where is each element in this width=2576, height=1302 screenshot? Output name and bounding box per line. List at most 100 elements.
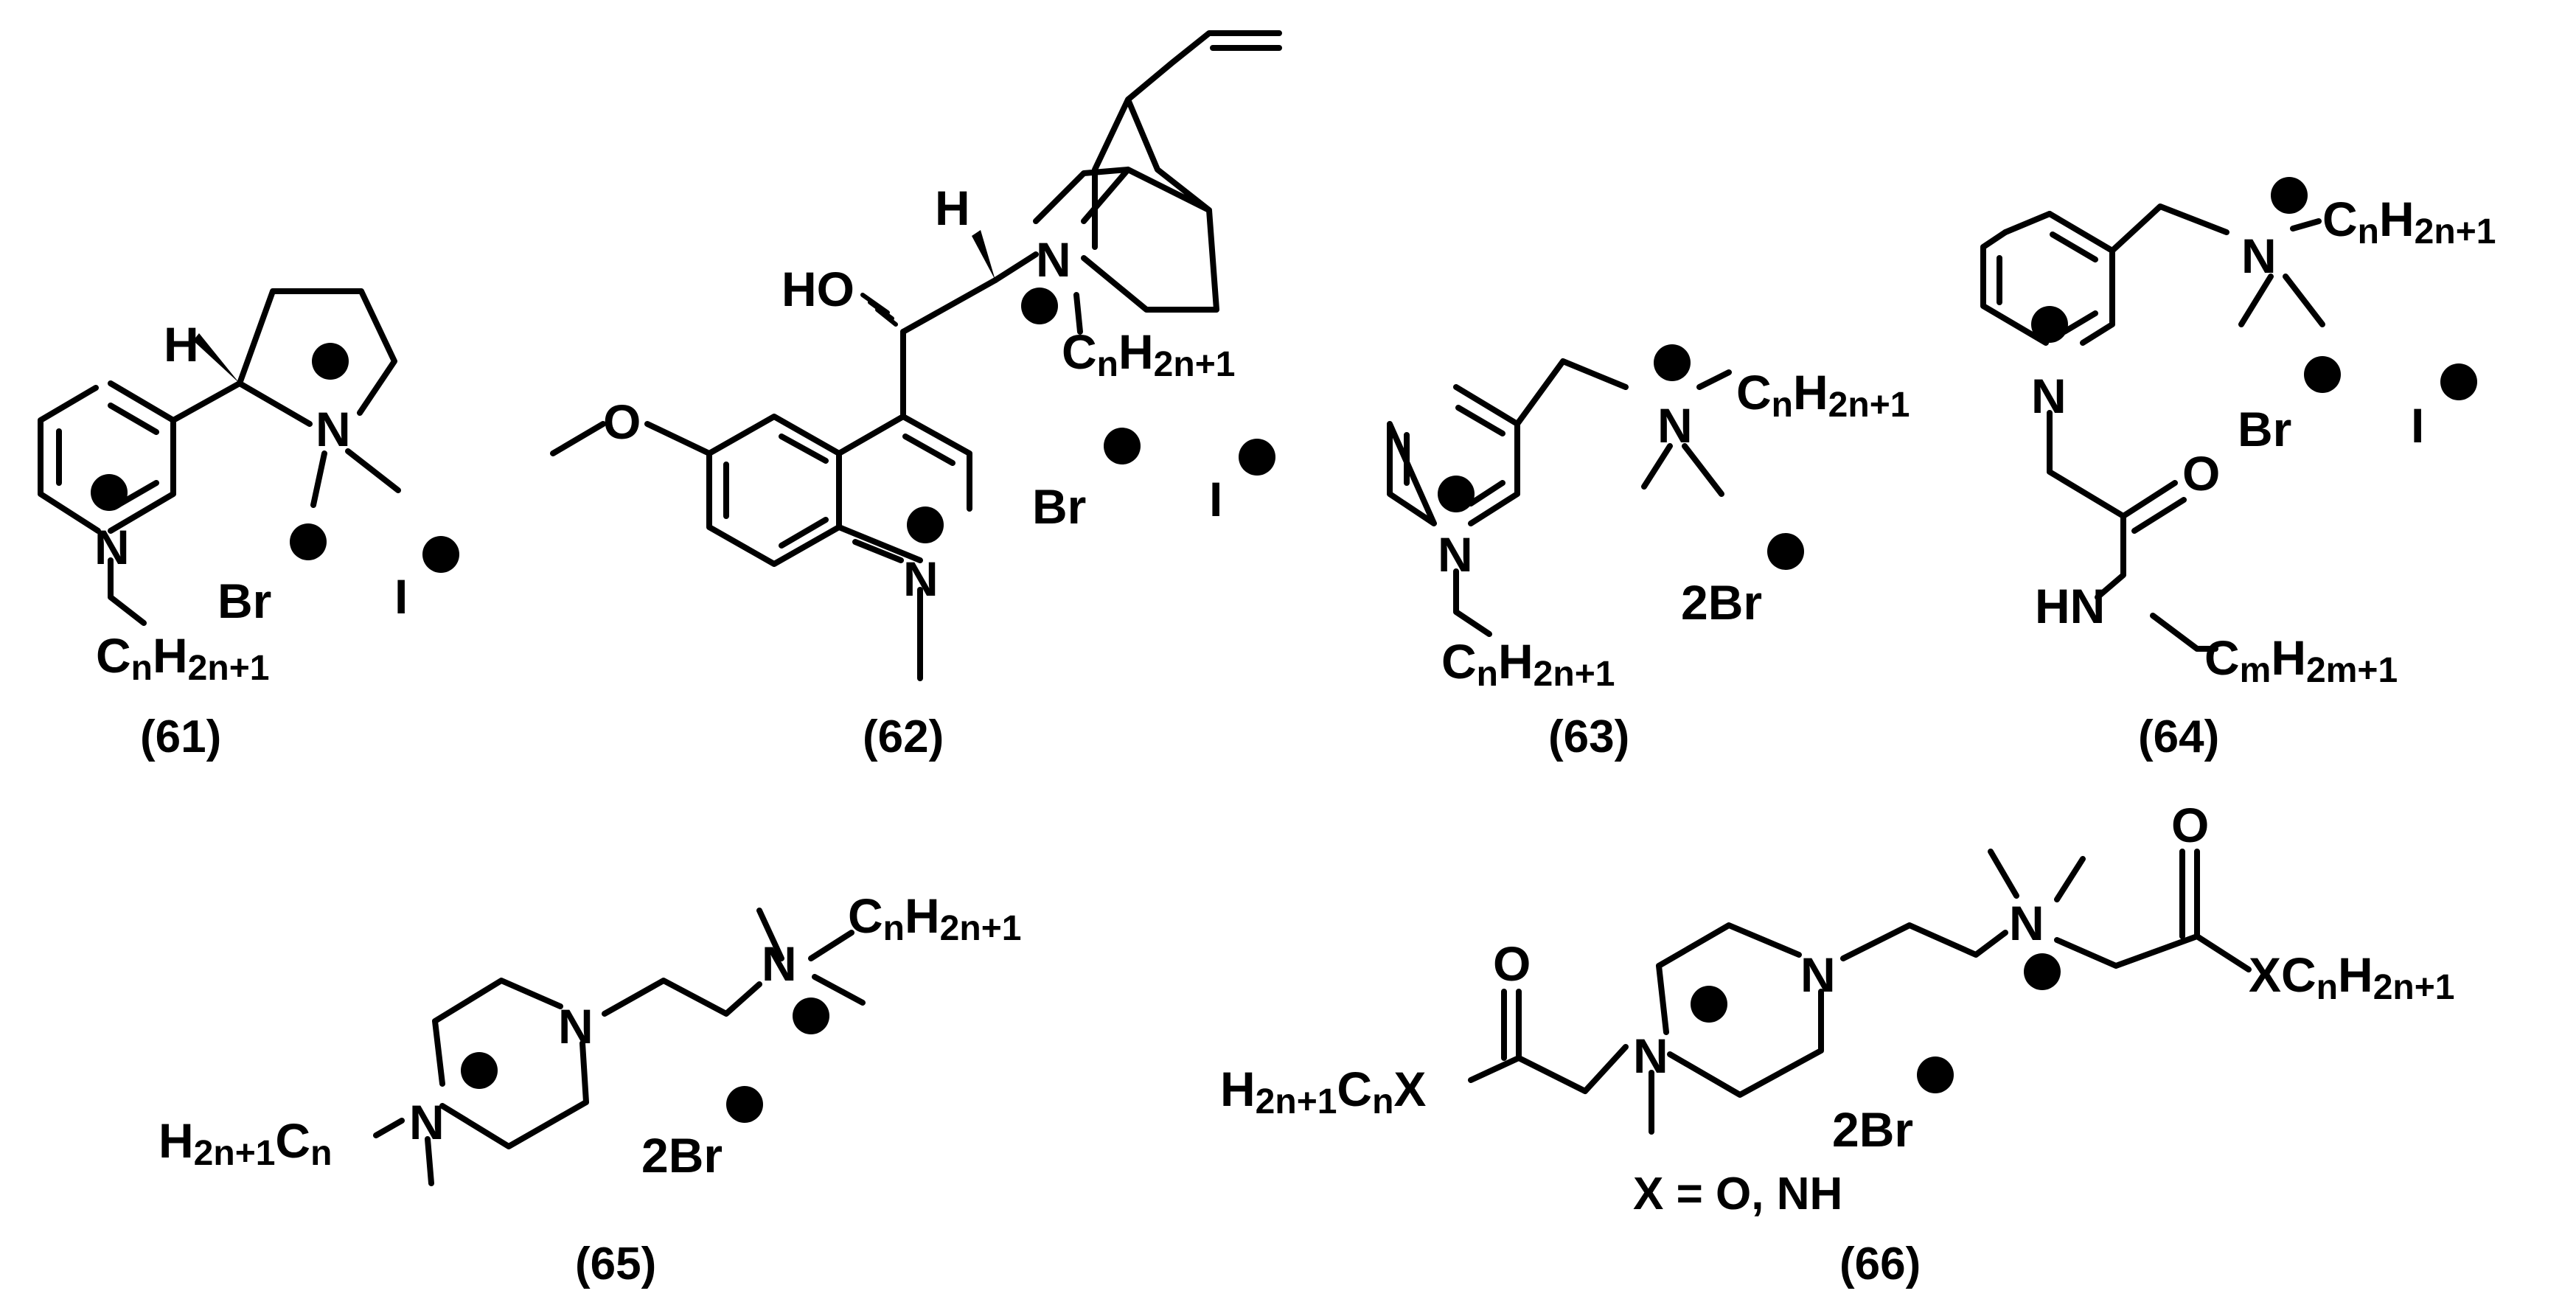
carbonyl-right-66 bbox=[2179, 849, 2200, 939]
methylene-ammonium-bonds-63 bbox=[1514, 358, 1732, 497]
quinoline-pyridinium-double-62 bbox=[852, 434, 955, 563]
plus-charge-66a bbox=[1691, 986, 1727, 1023]
minus-charge-64b bbox=[2440, 363, 2477, 400]
compound-63-bonds bbox=[1387, 358, 1732, 637]
alkyl-chain-64b: CmH2m+1 bbox=[2204, 630, 2398, 690]
atom-N-quinolinium-62: N bbox=[903, 551, 939, 606]
plus-charge-63a bbox=[1438, 476, 1475, 512]
pyridine-ring-64 bbox=[1980, 211, 2115, 346]
x-definition-66: X = O, NH bbox=[1633, 1169, 1842, 1219]
alkyl-chain-63a: CnH2n+1 bbox=[1736, 365, 1910, 425]
plus-charge-66b bbox=[2024, 953, 2061, 990]
atom-O-carbonyl-right-66: O bbox=[2171, 798, 2209, 852]
compound-64-bonds bbox=[1980, 203, 2325, 652]
minus-charge-63 bbox=[1767, 533, 1804, 570]
atom-N-quinuclidinium-62: N bbox=[1036, 232, 1071, 287]
carbonyl-bond-64 bbox=[2120, 480, 2187, 534]
compound-label-64: (64) bbox=[2138, 711, 2219, 762]
iodide-ion-64: I bbox=[2411, 398, 2424, 453]
atom-N-pyrrolidinium-61: N bbox=[316, 402, 351, 456]
amide-alkyl-bond-64 bbox=[2150, 613, 2218, 652]
pyridine-double-bonds-64 bbox=[1997, 211, 2098, 335]
ethylene-ammonium-chain-66 bbox=[1840, 849, 2252, 972]
alkyl-chain-61: CnH2n+1 bbox=[96, 628, 269, 688]
compound-label-65: (65) bbox=[575, 1239, 656, 1289]
alkyl-chain-66a: XCnH2n+1 bbox=[2249, 947, 2454, 1007]
piperazine-ring-65 bbox=[432, 978, 589, 1149]
ring-link-bond-61 bbox=[170, 380, 243, 423]
dibromide-ion-66: 2Br bbox=[1832, 1102, 1913, 1157]
dibromide-ion-63: 2Br bbox=[1681, 575, 1762, 630]
alkyl-chain-62: CnH2n+1 bbox=[1062, 324, 1235, 384]
atom-N-piperazinium-65: N bbox=[409, 1095, 445, 1149]
pyridine-double-bonds-63 bbox=[1404, 405, 1505, 506]
compound-65: N N N CnH2n+1 H2n+1Cn 2Br (65) bbox=[159, 888, 1021, 1289]
stereo-wedge-62 bbox=[972, 230, 995, 280]
atom-N-pyridinium-64: N bbox=[2031, 369, 2067, 423]
plus-charge-62a bbox=[1021, 288, 1058, 324]
atom-N-pyridinium-63: N bbox=[1438, 527, 1473, 582]
bromide-ion-62: Br bbox=[1032, 479, 1086, 534]
piperazine-ring-66 bbox=[1656, 922, 1824, 1098]
minus-charge-66 bbox=[1917, 1056, 1954, 1093]
pyridine-ring-61 bbox=[38, 380, 176, 534]
minus-charge-62b bbox=[1239, 439, 1275, 476]
atom-HN-amide-64: HN bbox=[2035, 579, 2105, 633]
plus-charge-62b bbox=[907, 506, 944, 543]
plus-charge-65a bbox=[461, 1052, 498, 1089]
n-substituent-bonds-65 bbox=[373, 1118, 434, 1186]
n-methyl-bonds-61 bbox=[310, 448, 401, 508]
alkyl-chain-65a: CnH2n+1 bbox=[848, 888, 1021, 948]
minus-charge-61b bbox=[422, 536, 459, 573]
minus-charge-62a bbox=[1104, 428, 1141, 464]
atom-H-61: H bbox=[164, 317, 199, 372]
dibromide-ion-65: 2Br bbox=[641, 1128, 723, 1183]
quinoline-benzo-double-62 bbox=[723, 434, 829, 549]
atom-O-methoxy-62: O bbox=[603, 394, 641, 449]
methylene-ammonium-bonds-64 bbox=[2109, 203, 2325, 327]
alkyl-chain-63b: CnH2n+1 bbox=[1441, 634, 1615, 694]
atom-N-pyridinium-61: N bbox=[94, 520, 130, 574]
n-alkyl-bond-61 bbox=[108, 557, 147, 626]
atom-O-carbonyl-64: O bbox=[2182, 446, 2220, 501]
bromide-ion-61: Br bbox=[217, 574, 271, 628]
quinuclidine-cage-62 bbox=[992, 30, 1282, 313]
alkyl-chain-64a: CnH2n+1 bbox=[2322, 192, 2496, 251]
n-alkyl-bond-62 bbox=[1073, 292, 1083, 335]
iodide-ion-61: I bbox=[394, 569, 408, 624]
alkyl-chain-66b: H2n+1CnX bbox=[1220, 1062, 1426, 1121]
quinoline-pyridinium-ring-62 bbox=[836, 414, 972, 563]
n-alkyl-bond-63 bbox=[1453, 568, 1492, 637]
atom-H-62: H bbox=[935, 181, 970, 235]
compound-label-62: (62) bbox=[863, 711, 944, 762]
compound-62: HO H N O N CnH2n+1 Br I (62) bbox=[550, 30, 1282, 762]
plus-charge-64a bbox=[2031, 306, 2068, 343]
bromide-ion-64: Br bbox=[2238, 402, 2291, 456]
ethylene-ammonium-bonds-65 bbox=[602, 908, 866, 1017]
plus-charge-63b bbox=[1654, 344, 1691, 381]
compound-66: N N N O O XCnH2n+1 H2n+1CnX 2Br X = O, N… bbox=[1220, 798, 2454, 1289]
plus-charge-64b bbox=[2271, 177, 2308, 214]
atom-N-ammonium-63: N bbox=[1657, 398, 1693, 453]
compound-label-66: (66) bbox=[1839, 1239, 1921, 1289]
compound-label-61: (61) bbox=[140, 711, 221, 762]
compound-66-bonds bbox=[1468, 849, 2252, 1135]
plus-charge-61a bbox=[91, 474, 128, 511]
acyl-left-chain-66 bbox=[1468, 989, 1629, 1094]
stereo-wedge-61 bbox=[193, 333, 240, 383]
iodide-ion-62: I bbox=[1209, 472, 1222, 526]
minus-charge-61a bbox=[290, 523, 327, 560]
methoxy-bonds-62 bbox=[550, 421, 712, 456]
pyrrolidine-ring-61 bbox=[237, 288, 397, 427]
atom-O-carbonyl-left-66: O bbox=[1493, 936, 1531, 991]
compound-62-bonds bbox=[550, 30, 1282, 681]
atom-HO-62: HO bbox=[781, 262, 854, 316]
carbinol-quinuclidine-bond-62 bbox=[900, 277, 998, 335]
compound-61: H N N CnH2n+1 Br I (61) bbox=[38, 288, 459, 762]
pyridine-ring-63 bbox=[1387, 384, 1520, 526]
minus-charge-64a bbox=[2304, 356, 2341, 393]
atom-N-piperazinium-66: N bbox=[1633, 1028, 1668, 1083]
compound-63: N N CnH2n+1 CnH2n+1 2Br (63) bbox=[1387, 344, 1910, 762]
atom-N-ammonium-64: N bbox=[2241, 229, 2277, 283]
